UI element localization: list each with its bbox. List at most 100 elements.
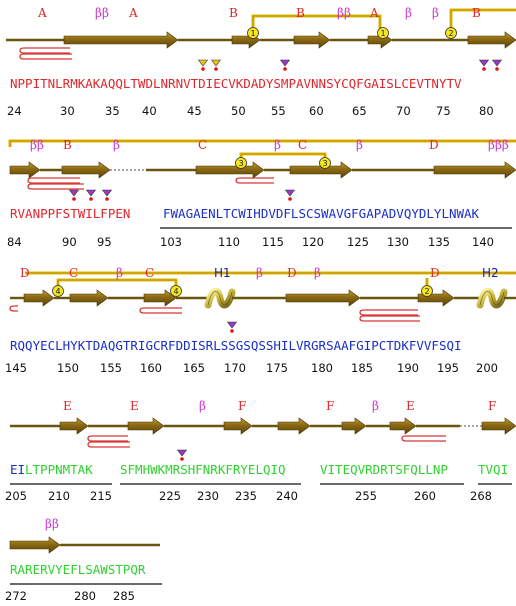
bridge-label: ββ (45, 517, 59, 531)
sequence-text: TVQI (478, 462, 508, 477)
strand-label: A (128, 6, 138, 20)
residue-number: 155 (100, 361, 122, 375)
hairpin-turn (19, 47, 70, 54)
sequence-text: LTPPNMTAK (25, 462, 93, 477)
bridge-label: β (356, 138, 363, 152)
hairpin-turn (27, 183, 84, 190)
glycosylation-marker (176, 449, 188, 457)
strand-label: D (429, 138, 439, 152)
residue-number: 195 (437, 361, 459, 375)
bridge-label: ββ (95, 6, 109, 20)
strand-label: E (130, 399, 139, 413)
bridge-label: β (116, 266, 123, 280)
residue-number: 240 (276, 489, 298, 503)
strand-label: C (298, 138, 307, 152)
helix-outline (207, 291, 233, 306)
bridge-label: βββ (488, 138, 509, 152)
beta-strand (341, 417, 367, 435)
alpha-helix (476, 287, 508, 309)
glycosylation-dot (230, 329, 234, 333)
strand-label: F (488, 399, 496, 413)
glycosylation-marker (226, 321, 238, 329)
glycosylation-marker (284, 189, 296, 197)
residue-number: 130 (387, 235, 409, 249)
glycosylation-marker (478, 59, 490, 67)
hairpin-turn (87, 435, 128, 442)
disulfide-marker (445, 27, 457, 39)
disulfide-marker (247, 27, 259, 39)
hairpin-turn (87, 441, 130, 448)
glycosylation-marker (101, 189, 113, 197)
strand-label: E (63, 399, 72, 413)
residue-number: 115 (262, 235, 284, 249)
bridge-label: ββ (30, 138, 44, 152)
disulfide-bond (251, 14, 382, 33)
beta-strand (293, 31, 331, 49)
residue-number: 60 (309, 104, 324, 118)
residue-number: 35 (105, 104, 120, 118)
disulfide-marker (421, 285, 433, 297)
disulfide-marker (319, 157, 331, 169)
residue-number: 235 (235, 489, 257, 503)
hairpin-turn (9, 305, 18, 312)
strand-label: B (296, 6, 305, 20)
residue-number: 260 (414, 489, 436, 503)
sequence-text: VITEQVRDRTSFQLLNP (320, 462, 448, 477)
residue-number: 190 (397, 361, 419, 375)
hairpin-turn (359, 309, 418, 316)
residue-number: 160 (140, 361, 162, 375)
disulfide-bond-edge (450, 9, 516, 33)
residue-number: 90 (62, 235, 77, 249)
residue-number: 285 (113, 589, 135, 603)
residue-number: 55 (271, 104, 286, 118)
disulfide-bond (8, 139, 516, 147)
hairpin-turn (401, 435, 446, 442)
beta-strand (23, 289, 55, 307)
strand-label: D (430, 266, 440, 280)
disulfide-number: 3 (322, 159, 327, 168)
beta-strand (9, 536, 61, 554)
glycosylation-dot (72, 197, 76, 201)
strand-label: C (145, 266, 154, 280)
disulfide-number: 2 (448, 29, 453, 38)
hairpin-turn (19, 53, 72, 60)
residue-number: 225 (159, 489, 181, 503)
glycosylation-marker (210, 59, 222, 67)
residue-number: 125 (347, 235, 369, 249)
residue-number: 140 (472, 235, 494, 249)
disulfide-bond-edge (9, 140, 516, 147)
glycosylation-dot (105, 197, 109, 201)
residue-number: 110 (218, 235, 240, 249)
glycosylation-dot (89, 197, 93, 201)
residue-number: 272 (5, 589, 27, 603)
strand-label: C (198, 138, 207, 152)
residue-number: 210 (48, 489, 70, 503)
beta-strand (127, 417, 165, 435)
beta-strand (289, 161, 353, 179)
strand-label: B (63, 138, 72, 152)
sequence-text: RQQYECLHYKTDAQGTRIGCRFDDISRLSSGSQSSHILVR… (10, 338, 462, 353)
disulfide-number: 1 (380, 29, 385, 38)
strand-label: A (37, 6, 47, 20)
strand-label: F (238, 399, 246, 413)
hairpin-turn (139, 307, 182, 314)
glycosylation-marker (279, 59, 291, 67)
sequence-text: RVANPPFSTWILFPEN (10, 206, 130, 221)
beta-strand (223, 417, 253, 435)
hairpin-turn (235, 177, 274, 184)
residue-number: 175 (266, 361, 288, 375)
sequence-text: SFMHWKMRSHFNRKFRYELQIQ (120, 462, 286, 477)
residue-number: 200 (476, 361, 498, 375)
strand-label: B (229, 6, 238, 20)
strand-label: F (326, 399, 334, 413)
beta-strand (277, 417, 311, 435)
beta-strand (389, 417, 417, 435)
hairpin-turn (359, 315, 420, 322)
glycosylation-dot (482, 67, 486, 71)
beta-strand (195, 161, 265, 179)
disulfide-bond-edge (57, 279, 177, 291)
residue-number: 50 (231, 104, 246, 118)
strand-label: C (69, 266, 78, 280)
glycosylation-marker (491, 59, 503, 67)
